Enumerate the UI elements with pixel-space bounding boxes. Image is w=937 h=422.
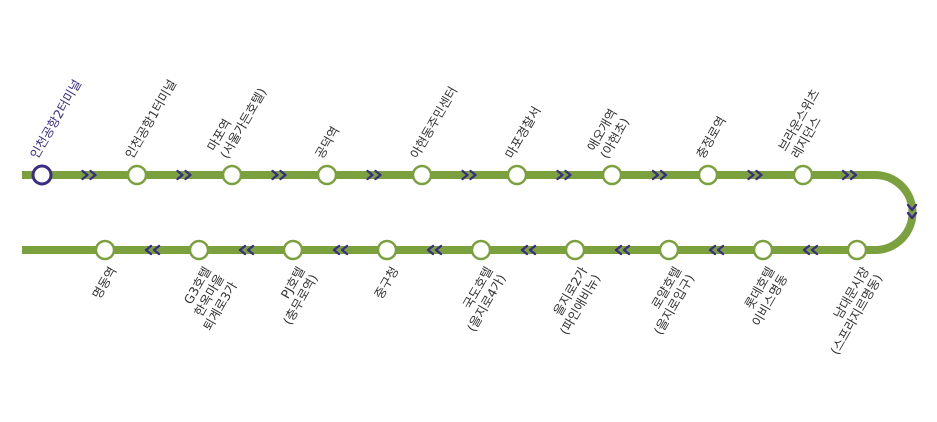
station-marker: [601, 164, 623, 186]
direction-arrow: [747, 169, 763, 181]
direction-arrow: [651, 169, 668, 181]
station-marker: [376, 239, 398, 261]
direction-arrow: [271, 169, 287, 181]
direction-arrow: [802, 244, 819, 256]
direction-arrow: [426, 244, 443, 256]
station-marker: [94, 239, 116, 261]
station-marker: [564, 239, 586, 261]
station-marker: [752, 239, 774, 261]
direction-arrow: [841, 169, 858, 181]
station-marker: [697, 164, 719, 186]
station-marker: [846, 239, 868, 261]
station-marker: [188, 239, 210, 261]
station-marker: [506, 164, 528, 186]
station-marker: [658, 239, 680, 261]
direction-arrow: [461, 169, 477, 181]
station-marker: [316, 164, 338, 186]
direction-arrow: [906, 203, 918, 220]
direction-arrow: [366, 169, 382, 181]
station-marker: [792, 164, 814, 186]
direction-arrow: [144, 244, 161, 256]
station-marker: [411, 164, 433, 186]
direction-arrow: [332, 244, 349, 256]
direction-arrow: [556, 169, 572, 181]
direction-arrow: [614, 244, 631, 256]
direction-arrow: [176, 169, 192, 181]
direction-arrow: [81, 169, 97, 181]
station-marker: [282, 239, 304, 261]
station-marker: [221, 164, 243, 186]
direction-arrow: [520, 244, 537, 256]
station-marker: [126, 164, 148, 186]
current-station-marker: [31, 164, 53, 186]
station-marker: [470, 239, 492, 261]
route-line: [22, 171, 917, 254]
direction-arrow: [708, 244, 725, 256]
direction-arrow: [238, 244, 255, 256]
